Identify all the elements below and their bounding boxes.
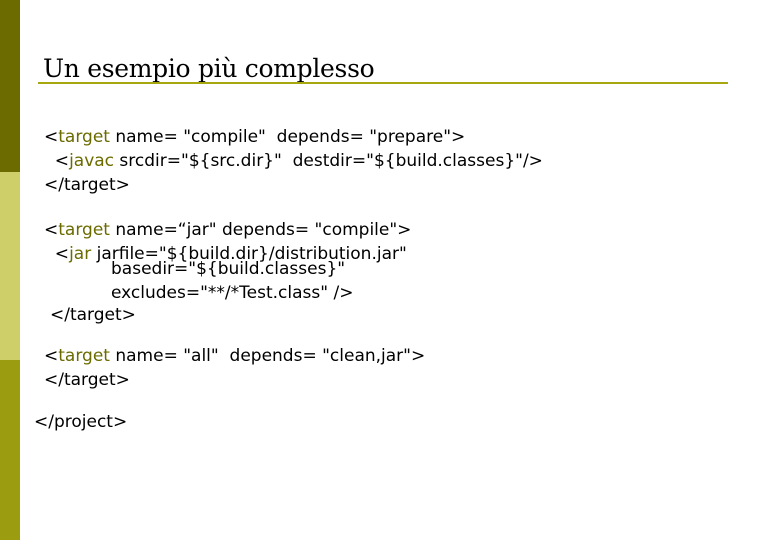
code-line-7: excludes="**/*Test.class" />	[111, 283, 354, 303]
code-line-5: <jar jarfile="${build.dir}/distribution.…	[44, 244, 407, 264]
code-line-10: </target>	[44, 370, 130, 390]
sidebar-segment-bottom	[0, 360, 20, 540]
code-keyword: target	[58, 127, 110, 147]
code-line-6: basedir="${build.classes}"	[111, 259, 346, 279]
sidebar-segment-top	[0, 0, 20, 172]
code-line-9: <target name= "all" depends= "clean,jar"…	[44, 346, 426, 366]
code-line-11: </project>	[34, 412, 128, 432]
code-keyword: target	[58, 220, 110, 240]
code-line-8: </target>	[50, 305, 136, 325]
code-keyword: javac	[69, 151, 115, 171]
sidebar-segment-middle	[0, 172, 20, 360]
slide-title: Un esempio più complesso	[43, 54, 375, 83]
slide-sidebar	[0, 0, 20, 540]
code-keyword: target	[58, 346, 110, 366]
code-keyword: jar	[69, 244, 92, 264]
title-underline	[38, 82, 728, 84]
code-line-3: </target>	[44, 175, 130, 195]
code-line-1: <target name= "compile" depends= "prepar…	[44, 127, 466, 147]
code-line-2: <javac srcdir="${src.dir}" destdir="${bu…	[44, 151, 543, 171]
code-line-4: <target name=“jar" depends= "compile">	[44, 220, 412, 240]
